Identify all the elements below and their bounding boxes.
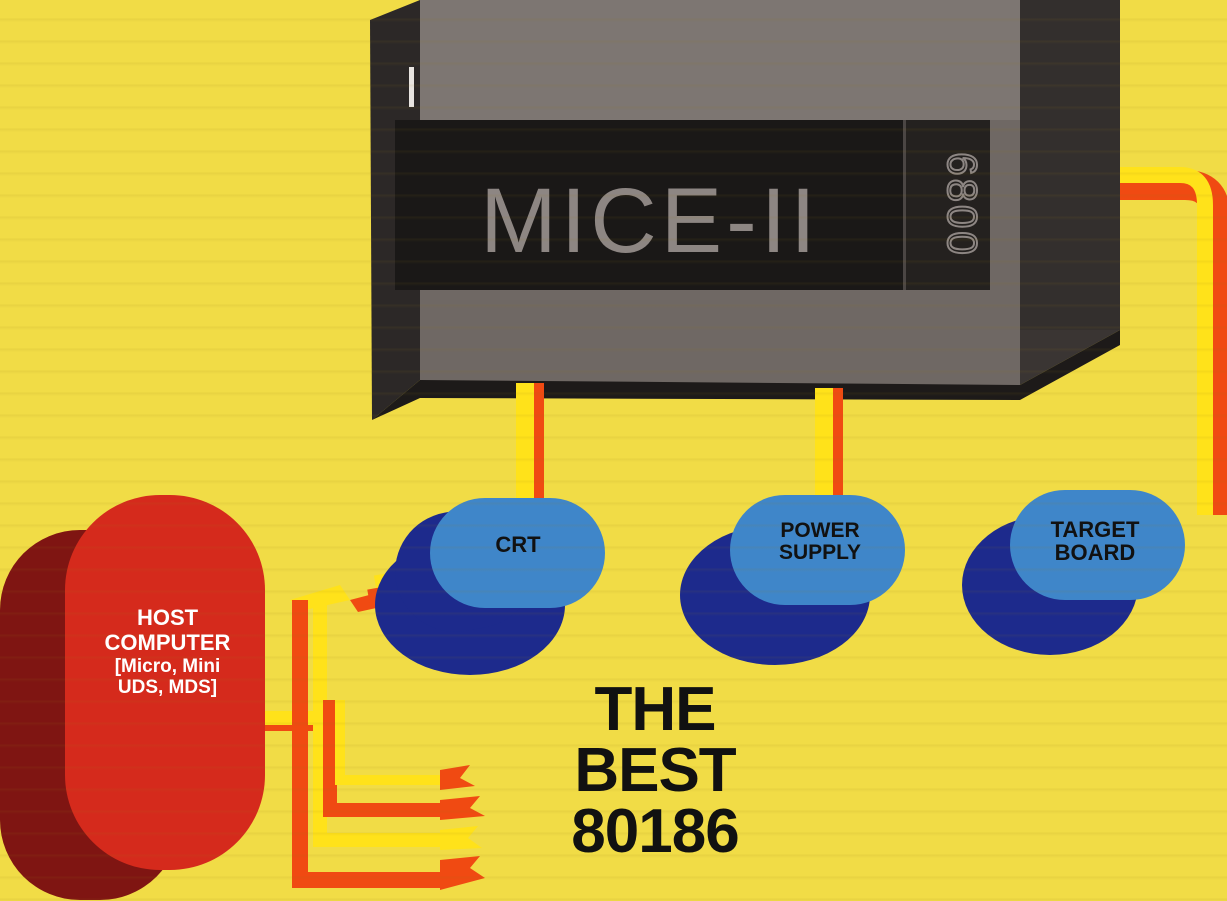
chip-label: 6800: [939, 152, 986, 257]
host-label-line2: COMPUTER: [80, 630, 255, 655]
headline-line3: 80186: [560, 802, 750, 863]
host-label-line1: HOST: [80, 605, 255, 630]
host-label: HOST COMPUTER [Micro, Mini UDS, MDS]: [80, 605, 255, 699]
power-label-line2: SUPPLY: [745, 542, 895, 564]
host-label-line3: [Micro, Mini: [80, 656, 255, 678]
target-label-line1: TARGET: [1020, 518, 1170, 541]
target-label-line2: BOARD: [1020, 541, 1170, 564]
target-board-label: TARGET BOARD: [1020, 518, 1170, 564]
power-label-line1: POWER: [745, 520, 895, 542]
host-label-line4: UDS, MDS]: [80, 677, 255, 699]
headline-line2: BEST: [560, 741, 750, 802]
power-supply-label: POWER SUPPLY: [745, 520, 895, 564]
crt-label: CRT: [468, 533, 568, 556]
target-board-module: [962, 490, 1185, 655]
device-name: MICE-II: [480, 170, 820, 272]
headline-line1: THE: [560, 680, 750, 741]
headline: THE BEST 80186: [560, 680, 750, 862]
indicator-mark: [409, 67, 414, 107]
crt-module: [375, 498, 605, 675]
